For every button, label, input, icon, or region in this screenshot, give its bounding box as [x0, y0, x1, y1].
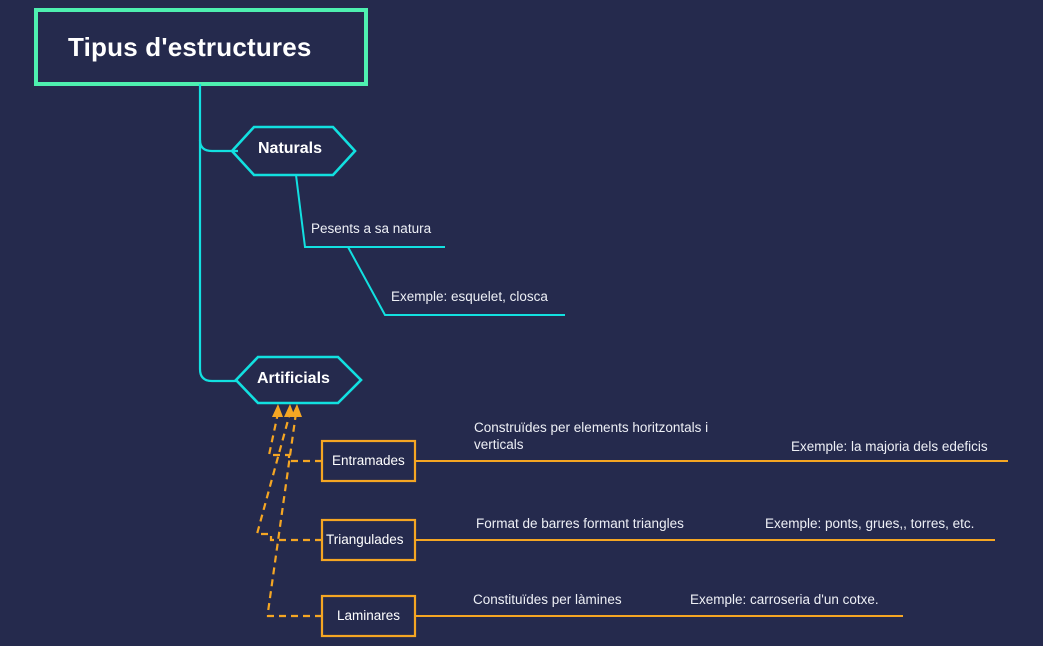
artificials-node-shape[interactable] — [234, 355, 363, 405]
edge-entramades-to-artificials — [267, 412, 322, 463]
triangulades-node-label: Triangulades — [326, 532, 404, 547]
root-node-label: Tipus d'estructures — [68, 32, 312, 62]
edge-root-trunk — [198, 84, 238, 383]
triangulades-example-label: Exemple: ponts, grues,, torres, etc. — [765, 516, 975, 531]
arrowhead-laminares — [291, 404, 302, 417]
triangulades-description-label: Format de barres formant triangles — [476, 516, 684, 531]
arrowhead-entramades — [272, 404, 283, 417]
arrowhead-triangulades — [284, 404, 295, 417]
edge-naturals-to-desc — [295, 174, 445, 248]
laminares-description-label: Constituïdes per làmines — [473, 592, 622, 607]
entramades-example-label: Exemple: la majoria dels edeficis — [791, 439, 988, 454]
edge-laminares-to-artificials — [266, 412, 322, 618]
naturals-description-label: Pesents a sa natura — [311, 221, 432, 236]
entramades-node-label: Entramades — [332, 453, 405, 468]
edge-desc-to-example — [347, 246, 565, 316]
naturals-node-shape[interactable] — [230, 125, 357, 177]
entramades-description-label: Construïdes per elements horitzontals i … — [474, 420, 709, 452]
edge-root-to-naturals — [198, 139, 238, 153]
naturals-example-label: Exemple: esquelet, closca — [391, 289, 548, 304]
laminares-node-label: Laminares — [337, 608, 401, 623]
artificials-node-label: Artificials — [257, 370, 330, 387]
laminares-example-label: Exemple: carroseria d'un cotxe. — [690, 592, 879, 607]
edge-triangulades-to-artificials — [255, 412, 322, 542]
naturals-node-label: Naturals — [258, 140, 323, 157]
